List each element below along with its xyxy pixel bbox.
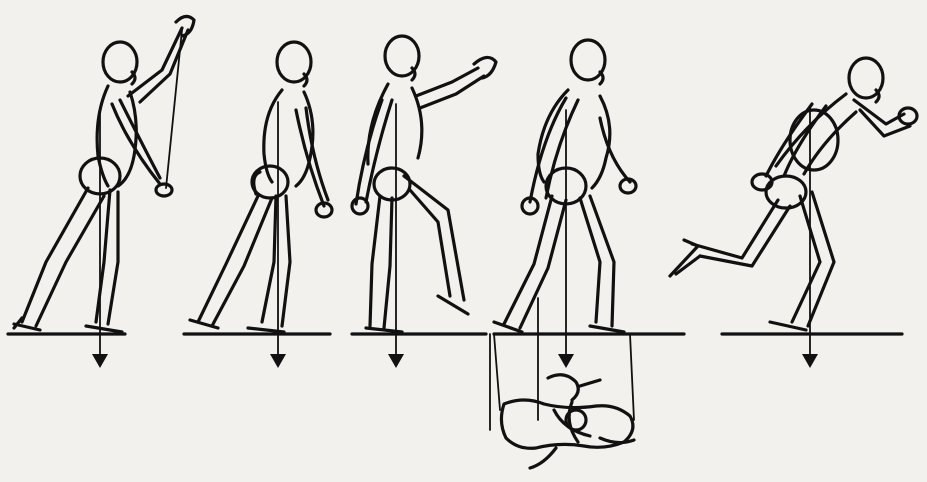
panel-4-walking-figure: [490, 40, 684, 468]
head-1: [103, 42, 137, 82]
arrow-down-icon: [92, 354, 108, 368]
arrow-down-icon: [270, 354, 286, 368]
panel-1-leaning-figure: [8, 16, 194, 368]
panel-5-running-figure: [670, 58, 917, 368]
arrow-down-icon: [388, 354, 404, 368]
top-view-figure: [501, 375, 634, 468]
arrow-down-icon: [802, 354, 818, 368]
panel-2-standing-figure: [184, 42, 332, 368]
panel-3-knee-raise-figure: [352, 36, 496, 368]
arrow-down-icon: [558, 354, 574, 368]
